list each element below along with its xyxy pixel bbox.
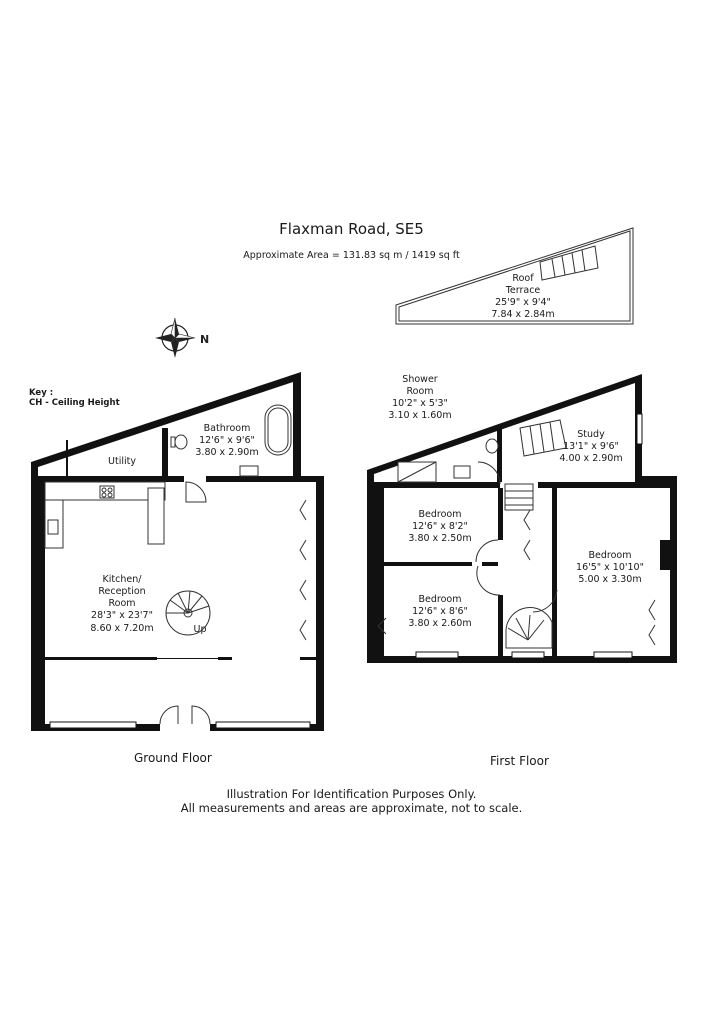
utility-label: Utility <box>108 456 136 468</box>
shower-room-imperial: 10'2" x 5'3" <box>392 398 448 410</box>
key-heading: Key : <box>29 388 54 398</box>
compass-icon <box>155 317 196 358</box>
key-ceiling-height: CH - Ceiling Height <box>29 398 120 408</box>
roof-terrace-name-2: Terrace <box>505 285 541 297</box>
bedroom-2-name: Bedroom <box>418 594 462 605</box>
bedroom-2-label: Bedroom 12'6" x 8'6" 3.80 x 2.60m <box>408 594 471 630</box>
bedroom-1-label: Bedroom 12'6" x 8'2" 3.80 x 2.50m <box>408 509 471 545</box>
kitchen-name-3: Room <box>108 598 136 610</box>
key-legend: Key : CH - Ceiling Height <box>29 388 120 408</box>
bathroom-imperial: 12'6" x 9'6" <box>199 435 255 447</box>
shower-room-name: Shower <box>402 374 438 385</box>
first-spiral-stair-icon <box>505 606 553 649</box>
first-floor-plan <box>367 374 677 663</box>
page-title: Flaxman Road, SE5 <box>279 220 424 238</box>
kitchen-metric: 8.60 x 7.20m <box>90 622 154 634</box>
bedroom-1-name: Bedroom <box>418 509 462 520</box>
shower-room-metric: 3.10 x 1.60m <box>388 410 452 422</box>
roof-stair-icon <box>539 245 599 281</box>
first-floor-label: First Floor <box>490 754 549 768</box>
bedroom-1-imperial: 12'6" x 8'2" <box>412 521 468 533</box>
roof-terrace-imperial: 25'9" x 9'4" <box>495 297 551 309</box>
compass-north-label: N <box>200 333 209 346</box>
roof-terrace-name: Roof <box>512 273 534 284</box>
ground-spiral-stair-icon <box>165 590 211 636</box>
bedroom-3-imperial: 16'5" x 10'10" <box>576 562 644 574</box>
ground-floor-plan <box>31 372 324 731</box>
study-metric: 4.00 x 2.90m <box>559 453 623 465</box>
bedroom-3-name: Bedroom <box>588 550 632 561</box>
kitchen-name: Kitchen/ <box>102 574 142 585</box>
kitchen-name-2: Reception <box>98 586 146 598</box>
stair-up-text: Up <box>193 624 207 635</box>
roof-terrace-metric: 7.84 x 2.84m <box>491 309 555 321</box>
disclaimer: Illustration For Identification Purposes… <box>0 787 703 816</box>
bedroom-2-imperial: 12'6" x 8'6" <box>412 606 468 618</box>
kitchen-label: Kitchen/ Reception Room 28'3" x 23'7" 8.… <box>90 574 153 635</box>
bedroom-2-metric: 3.80 x 2.60m <box>408 618 472 630</box>
bedroom-3-label: Bedroom 16'5" x 10'10" 5.00 x 3.30m <box>576 550 644 586</box>
ground-floor-label: Ground Floor <box>134 751 212 765</box>
stair-up-label: Up <box>194 624 207 636</box>
kitchen-imperial: 28'3" x 23'7" <box>91 610 153 622</box>
study-imperial: 13'1" x 9'6" <box>563 441 619 453</box>
bathroom-name: Bathroom <box>203 423 251 434</box>
bedroom-3-metric: 5.00 x 3.30m <box>578 574 642 586</box>
bathroom-metric: 3.80 x 2.90m <box>195 447 259 459</box>
disclaimer-line-2: All measurements and areas are approxima… <box>180 801 523 816</box>
bedroom-1-metric: 3.80 x 2.50m <box>408 533 472 545</box>
disclaimer-line-1: Illustration For Identification Purposes… <box>226 787 477 801</box>
utility-name: Utility <box>108 456 136 467</box>
bathroom-label: Bathroom 12'6" x 9'6" 3.80 x 2.90m <box>195 423 258 459</box>
study-name: Study <box>577 429 605 440</box>
shower-room-label: Shower Room 10'2" x 5'3" 3.10 x 1.60m <box>388 374 451 423</box>
shower-room-name-2: Room <box>406 386 434 398</box>
study-label: Study 13'1" x 9'6" 4.00 x 2.90m <box>559 429 622 465</box>
roof-terrace-label: Roof Terrace 25'9" x 9'4" 7.84 x 2.84m <box>491 273 554 322</box>
approximate-area: Approximate Area = 131.83 sq m / 1419 sq… <box>243 250 460 261</box>
roof-terrace-outline <box>395 227 634 325</box>
